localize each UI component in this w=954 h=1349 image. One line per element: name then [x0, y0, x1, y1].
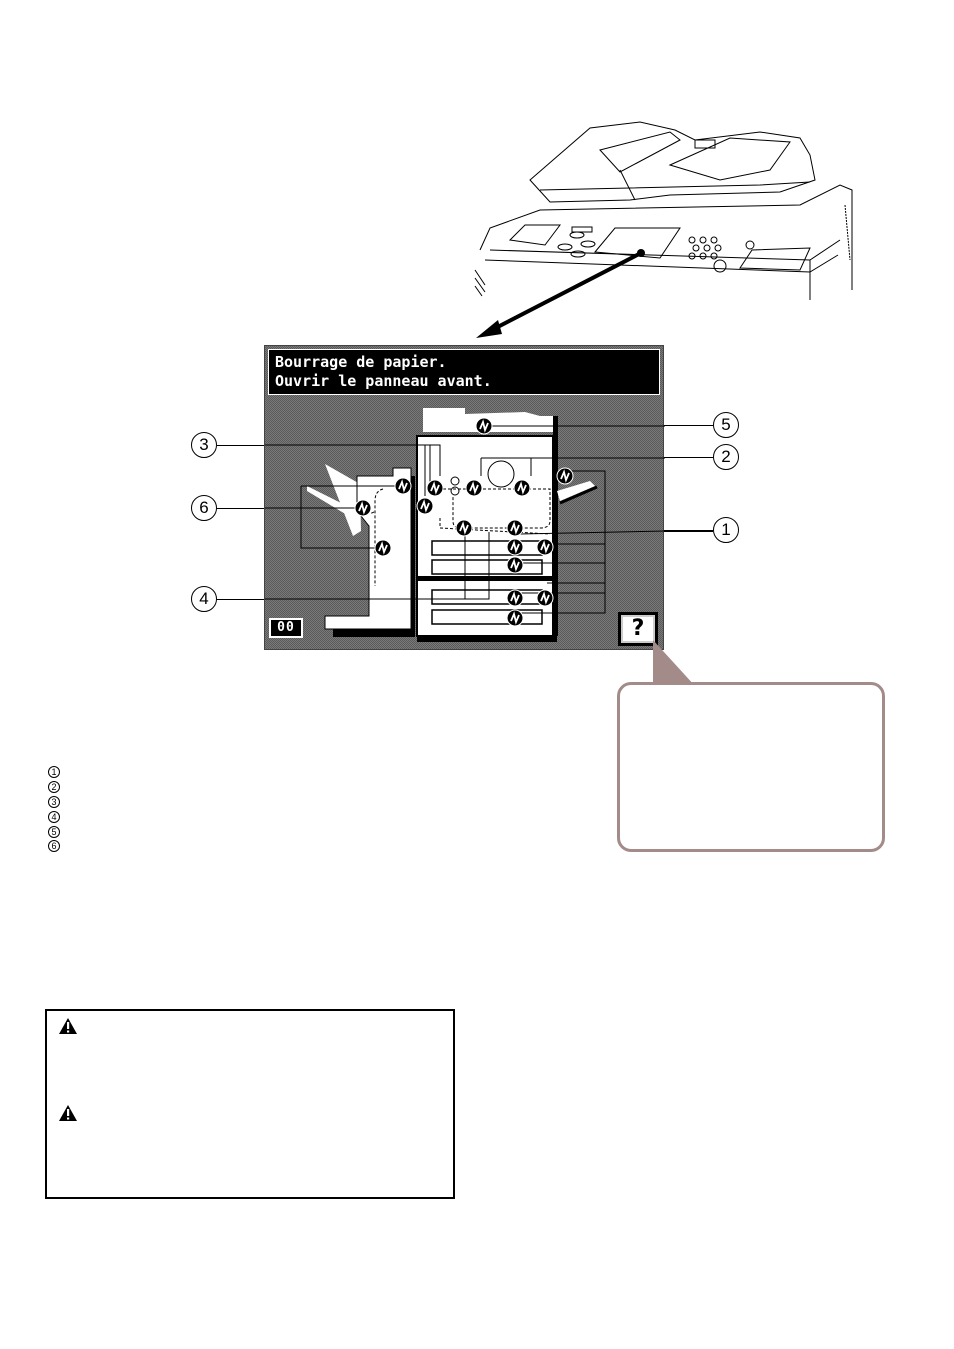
callout-3: 3 [191, 432, 217, 458]
callout-1-leader [664, 530, 713, 532]
legend-item-6: 6 [48, 839, 60, 854]
copy-counter: 00 [269, 618, 303, 638]
jam-message-line2: Ouvrir le panneau avant. [275, 372, 492, 390]
legend-item-5: 5 [48, 824, 60, 839]
jam-message-banner: Bourrage de papier. Ouvrir le panneau av… [268, 349, 660, 395]
caution-triangle-icon [59, 1018, 77, 1034]
callout-5: 5 [713, 412, 739, 438]
help-button[interactable]: ? [618, 612, 658, 646]
jam-display-panel: Bourrage de papier. Ouvrir le panneau av… [264, 345, 665, 650]
callout-2: 2 [713, 444, 739, 470]
callout-3-leader [217, 445, 264, 446]
jam-message-line1: Bourrage de papier. [275, 353, 447, 371]
main-body [416, 408, 598, 642]
legend-item-1: 1 [48, 765, 60, 780]
callout-4-leader [217, 599, 264, 600]
legend-item-2: 2 [48, 780, 60, 795]
callout-2-leader [664, 457, 713, 458]
callout-5-leader [664, 425, 713, 426]
callout-1: 1 [713, 517, 739, 543]
help-explanation-bubble [617, 682, 885, 852]
legend-list: 1 2 3 4 5 6 [48, 765, 60, 854]
caution-box [45, 1009, 455, 1199]
finisher-unit [307, 464, 415, 637]
callout-6-leader [217, 508, 264, 509]
pointer-arrow [476, 249, 645, 338]
machine-diagram [265, 408, 665, 642]
leader-lines [265, 425, 665, 614]
caution-triangle-icon [59, 1105, 77, 1121]
copier-illustration [474, 121, 853, 300]
legend-item-4: 4 [48, 809, 60, 824]
bubble-tail [653, 640, 695, 686]
legend-item-3: 3 [48, 795, 60, 810]
callout-6: 6 [191, 495, 217, 521]
callout-4: 4 [191, 586, 217, 612]
